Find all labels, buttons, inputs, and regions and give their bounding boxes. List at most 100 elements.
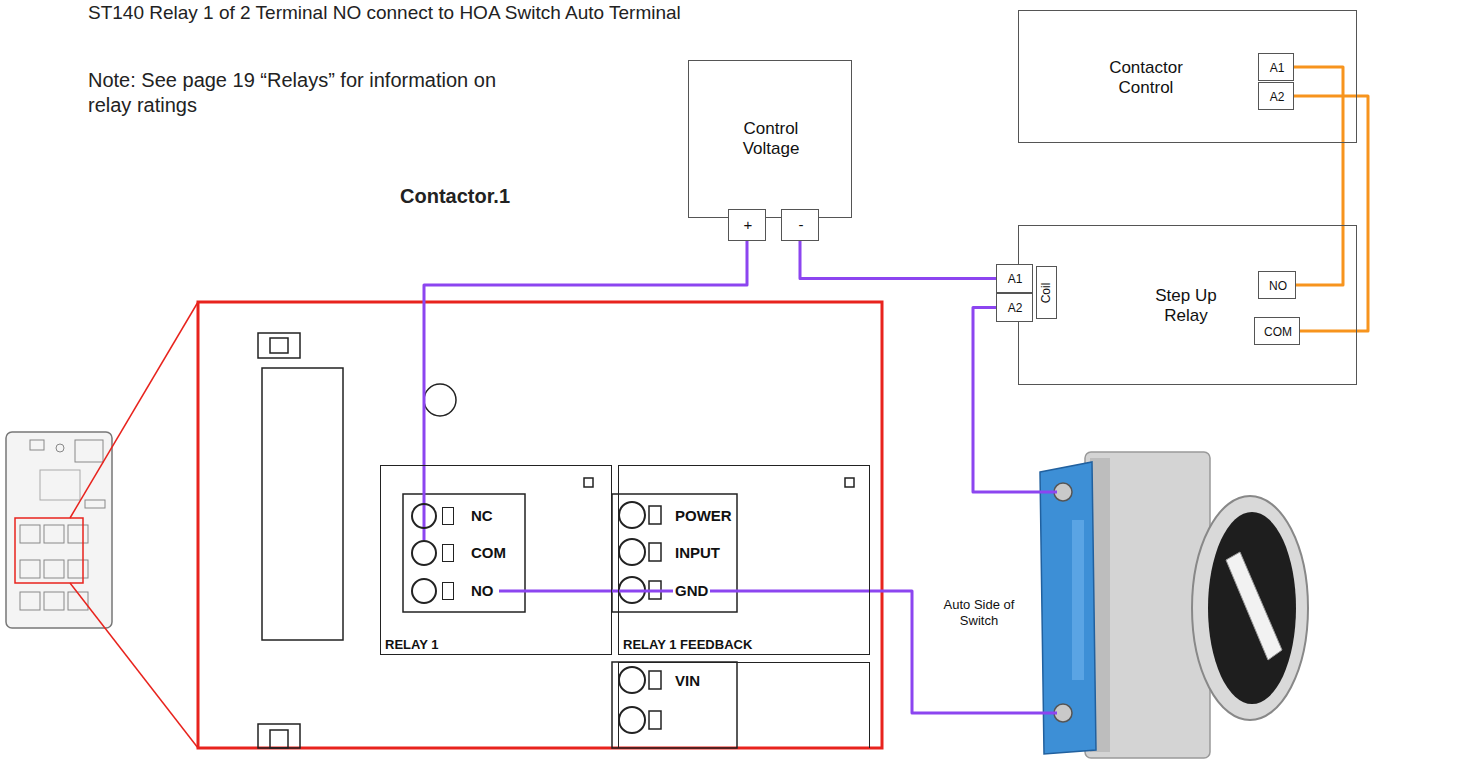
terminal-box: + <box>728 209 766 241</box>
screw-terminal: NO <box>411 578 499 604</box>
zoom-marker <box>15 518 83 583</box>
zoom-line <box>70 302 198 518</box>
board-terminal <box>68 525 88 543</box>
board-thumbnail <box>6 302 198 748</box>
zoom-line <box>70 583 198 748</box>
node-text: A1 <box>1008 272 1023 286</box>
wire-slot <box>649 711 661 729</box>
zoom-frame <box>198 302 882 748</box>
terminal-box: A1 <box>1258 53 1294 81</box>
terminal-housing <box>612 494 737 612</box>
board-terminal <box>44 525 64 543</box>
screw-head <box>411 578 437 604</box>
terminal-block: VIN <box>618 662 870 748</box>
node-text: + <box>744 216 753 234</box>
board-switch <box>258 724 300 748</box>
node-text: A2 <box>1008 301 1023 315</box>
terminal-box: A2 <box>996 293 1033 322</box>
screw-terminal <box>619 707 645 733</box>
screw-terminal: COM <box>411 540 511 566</box>
hoa-switch <box>1040 452 1308 758</box>
wire <box>800 241 996 279</box>
contact-block-face <box>1072 520 1084 680</box>
contactor-box: Contactor ControlA1A2 <box>1018 10 1357 143</box>
coil-box: Coil <box>1036 266 1057 319</box>
screw-terminal: NC <box>411 503 498 529</box>
node-text: Auto Side of Switch <box>942 597 1016 628</box>
board-part <box>85 500 105 508</box>
node-text: POWER <box>673 507 734 525</box>
wire-slot <box>649 671 661 689</box>
status-led <box>584 478 593 487</box>
terminal-box: - <box>781 209 819 241</box>
terminal-block: POWER INPUT GND RELAY 1 FEEDBACK <box>618 465 870 655</box>
screw-terminal <box>619 539 645 565</box>
board-part <box>75 440 103 462</box>
board-component <box>262 368 343 640</box>
node-text: INPUT <box>673 544 722 562</box>
screw-terminal <box>619 502 645 528</box>
board-switch <box>270 730 288 748</box>
screw-head <box>411 503 437 529</box>
terminal-block: RELAY 1 NC COM NO <box>380 465 612 655</box>
board-terminal <box>20 592 40 610</box>
contact-block <box>1040 462 1096 754</box>
board-terminal <box>44 592 64 610</box>
terminal-box: NO <box>1258 271 1296 299</box>
wire-slot <box>649 543 661 561</box>
wire <box>424 241 747 540</box>
board-terminal <box>20 560 40 578</box>
diagram-caption: Contactor.1 <box>400 184 510 209</box>
node-text: VIN <box>673 672 702 690</box>
node-text: NO <box>1269 279 1287 293</box>
node-text: COM <box>1264 325 1292 339</box>
relay-box: Step Up RelayA1A2CoilNOCOM <box>1018 225 1357 385</box>
node-text: Step Up Relay <box>1141 286 1231 327</box>
terminal-label: COM <box>469 544 508 562</box>
board-switch <box>258 333 300 358</box>
terminal-label: NC <box>469 507 495 525</box>
node-text: Control Voltage <box>721 119 821 160</box>
terminal-housing <box>403 494 525 612</box>
wire-slot <box>442 582 454 600</box>
wire-slot <box>442 507 454 525</box>
node-text: Coil <box>1039 283 1053 304</box>
board-terminal <box>68 592 88 610</box>
node-text: - <box>799 216 804 234</box>
terminal-label: NO <box>469 582 496 600</box>
wire <box>499 591 1057 713</box>
wire <box>973 308 1057 493</box>
switch-lever <box>1226 552 1282 660</box>
switch-face <box>1208 512 1296 704</box>
node-text: RELAY 1 <box>385 637 438 653</box>
screw-head <box>411 540 437 566</box>
power-supply-box: Control Voltage+- <box>688 60 852 218</box>
node-text: RELAY 1 FEEDBACK <box>623 637 752 653</box>
note: Note: See page 19 “Relays” for informati… <box>88 68 513 118</box>
selector-switch: Auto Side of Switch <box>1057 465 1300 760</box>
board-outline <box>6 432 112 628</box>
wire-slot <box>442 544 454 562</box>
board-terminal <box>68 560 88 578</box>
wire <box>1294 67 1343 285</box>
node-text: GND <box>673 582 710 600</box>
node-text: A1 <box>1270 61 1285 75</box>
terminal-housing <box>612 662 737 748</box>
terminal-box: A1 <box>996 264 1033 293</box>
wire-slot <box>649 506 661 524</box>
board-part <box>40 470 80 500</box>
terminal-box: A2 <box>1258 82 1294 110</box>
board-terminal <box>20 525 40 543</box>
board-zoom <box>198 302 882 748</box>
board-terminal <box>44 560 64 578</box>
board-switch <box>270 338 288 353</box>
node-text: A2 <box>1270 90 1285 104</box>
board-hole <box>424 384 456 416</box>
status-led <box>845 478 854 487</box>
board-part <box>30 440 44 450</box>
page-heading: ST140 Relay 1 of 2 Terminal NO connect t… <box>88 1 681 25</box>
switch-bezel <box>1192 496 1308 720</box>
screw-terminal <box>619 667 645 693</box>
board-part <box>56 444 64 452</box>
